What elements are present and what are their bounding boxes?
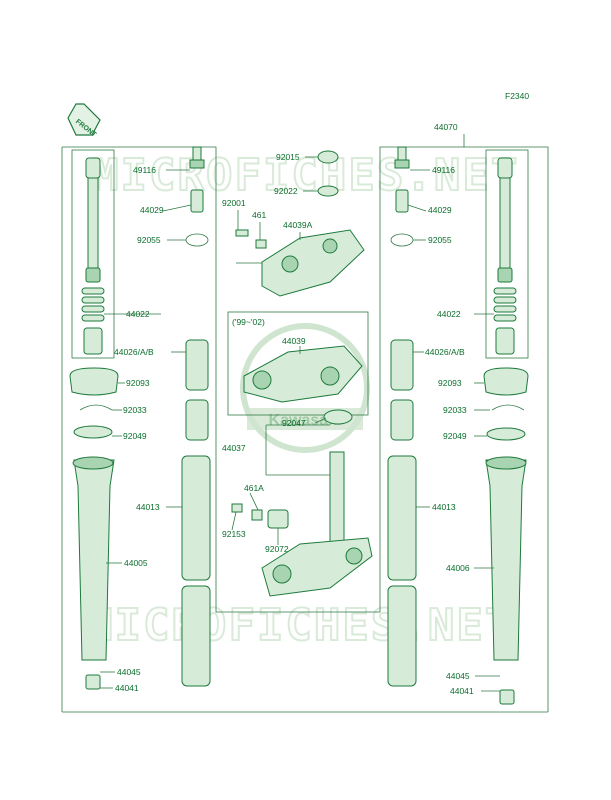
label-44029-left: 44029: [140, 205, 164, 215]
label-44037: 44037: [222, 443, 246, 453]
figure-code: F2340: [505, 91, 529, 101]
left-spring-small: [81, 287, 105, 355]
year-variant-box: [227, 311, 369, 416]
label-44026-left: 44026/A/B: [114, 347, 154, 357]
left-outer-tube: [72, 456, 115, 690]
label-44013-right: 44013: [432, 502, 456, 512]
label-44029-right: 44029: [428, 205, 452, 215]
label-44070: 44070: [434, 122, 458, 132]
assembly-frame: [61, 134, 549, 713]
label-44022-right: 44022: [437, 309, 461, 319]
label-92015: 92015: [276, 152, 300, 162]
left-damper-rod: [85, 157, 101, 283]
label-44022-left: 44022: [126, 309, 150, 319]
steering-stem: [261, 409, 373, 597]
label-92055-left: 92055: [137, 235, 161, 245]
label-92072: 92072: [265, 544, 289, 554]
left-inner-tube: [181, 455, 211, 687]
label-92055-right: 92055: [428, 235, 452, 245]
right-oil-seal: [483, 367, 529, 441]
right-inner-tube: [387, 455, 417, 687]
stem-clamp: [231, 503, 289, 529]
label-44026-right: 44026/A/B: [425, 347, 465, 357]
label-92049-right: 92049: [443, 431, 467, 441]
label-92049-left: 92049: [123, 431, 147, 441]
left-spring-box: [71, 149, 115, 359]
upper-bracket: [235, 229, 365, 297]
label-461A: 461A: [244, 483, 264, 493]
right-damper-rod: [497, 157, 513, 283]
label-44041-left: 44041: [115, 683, 139, 693]
label-44006: 44006: [446, 563, 470, 573]
label-92153: 92153: [222, 529, 246, 539]
label-92033-left: 92033: [123, 405, 147, 415]
front-arrow-icon: FRONT: [67, 103, 101, 139]
label-44045-left: 44045: [117, 667, 141, 677]
right-outer-tube: [485, 456, 527, 705]
watermark-bottom: MICROFICHES.NET: [86, 600, 513, 651]
watermark-top: MICROFICHES.NET: [92, 150, 519, 201]
right-spring-small: [493, 287, 517, 355]
upper-bracket-variant: [243, 345, 363, 403]
right-fork-spring: [390, 339, 414, 441]
label-49116-right: 49116: [432, 165, 455, 175]
label-92093-left: 92093: [126, 378, 150, 388]
leader-lines: [100, 156, 500, 692]
label-49116-left: 49116: [133, 165, 156, 175]
label-461: 461: [252, 210, 266, 220]
label-92093-right: 92093: [438, 378, 462, 388]
right-spring-box: [485, 149, 529, 359]
label-92001: 92001: [222, 198, 246, 208]
label-44013-left: 44013: [136, 502, 160, 512]
year-note: ('99~'02): [232, 317, 265, 327]
label-92022: 92022: [274, 186, 298, 196]
label-44045-right: 44045: [446, 671, 470, 681]
center-nut-washer: [317, 150, 339, 197]
left-oil-seal: [69, 367, 119, 439]
label-44041-right: 44041: [450, 686, 474, 696]
left-fork-spring: [185, 339, 209, 441]
label-92033-right: 92033: [443, 405, 467, 415]
label-92047: 92047: [282, 418, 306, 428]
label-44039A: 44039A: [283, 220, 313, 230]
label-44039: 44039: [282, 336, 306, 346]
right-cap-bolt: [390, 146, 414, 247]
label-44005: 44005: [124, 558, 148, 568]
part-labels: 44070 49116 49116 92015 92022 92001 461 …: [114, 122, 474, 696]
